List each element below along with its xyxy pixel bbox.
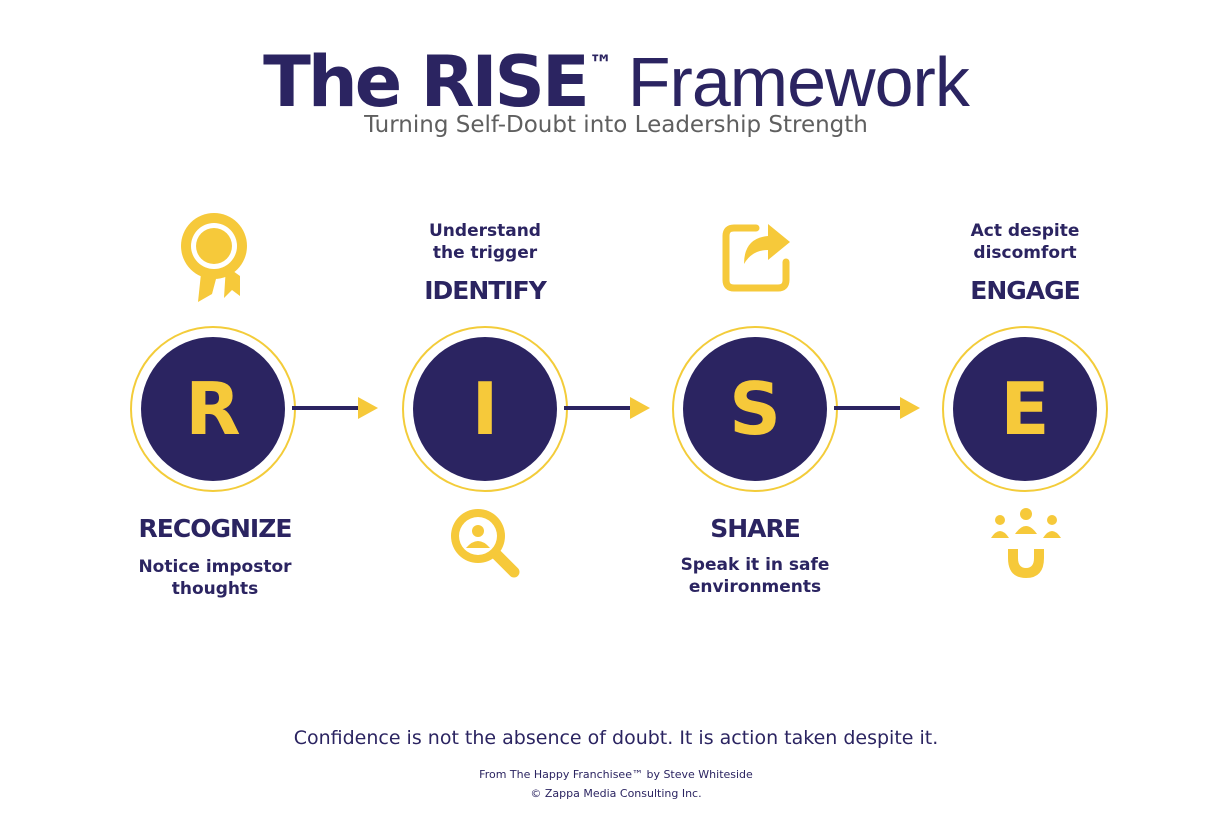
share-arrow-icon	[722, 220, 794, 296]
step-desc-line: thoughts	[171, 579, 259, 599]
step-name-engage: ENGAGE	[970, 276, 1080, 305]
step-circle-i: I	[402, 326, 568, 492]
step-circle-s: S	[672, 326, 838, 492]
step-desc-recognize: Notice impostor thoughts	[100, 556, 330, 600]
arrow-i-to-s	[564, 397, 650, 419]
closing-quote: Confidence is not the absence of doubt. …	[293, 727, 939, 749]
step-desc-line: the trigger	[432, 243, 538, 263]
step-desc-line: environments	[688, 577, 822, 597]
step-name-identify: IDENTIFY	[424, 276, 547, 305]
step-desc-line: Act despite	[970, 221, 1080, 241]
award-ribbon-icon	[180, 212, 252, 308]
step-desc-line: Notice impostor	[138, 557, 292, 577]
magnet-people-icon	[988, 506, 1064, 586]
step-letter-s: S	[683, 337, 827, 481]
step-letter-r: R	[141, 337, 285, 481]
title-bold: The RISE	[263, 41, 590, 123]
step-circle-r: R	[130, 326, 296, 492]
trademark-mark: ™	[588, 50, 613, 78]
step-desc-line: discomfort	[973, 243, 1077, 263]
step-name-recognize: RECOGNIZE	[138, 514, 293, 543]
step-circle-e: E	[942, 326, 1108, 492]
page-title: The RISE™ Framework	[0, 22, 1232, 124]
step-desc-line: Speak it in safe	[680, 555, 830, 575]
title-light: Framework	[627, 43, 970, 121]
arrow-s-to-e	[834, 397, 920, 419]
user-search-icon	[448, 506, 524, 584]
step-desc-share: Speak it in safe environments	[640, 554, 870, 598]
step-name-share: SHARE	[710, 514, 801, 543]
step-letter-e: E	[953, 337, 1097, 481]
step-desc-identify: Understand the trigger	[370, 220, 600, 264]
step-letter-i: I	[413, 337, 557, 481]
arrow-r-to-i	[292, 397, 378, 419]
step-desc-line: Understand	[429, 221, 541, 241]
copyright-line: © Zappa Media Consulting Inc.	[530, 787, 702, 800]
step-desc-engage: Act despite discomfort	[910, 220, 1140, 264]
subtitle: Turning Self-Doubt into Leadership Stren…	[364, 112, 868, 138]
credit-line: From The Happy Franchisee™ by Steve Whit…	[479, 768, 753, 781]
